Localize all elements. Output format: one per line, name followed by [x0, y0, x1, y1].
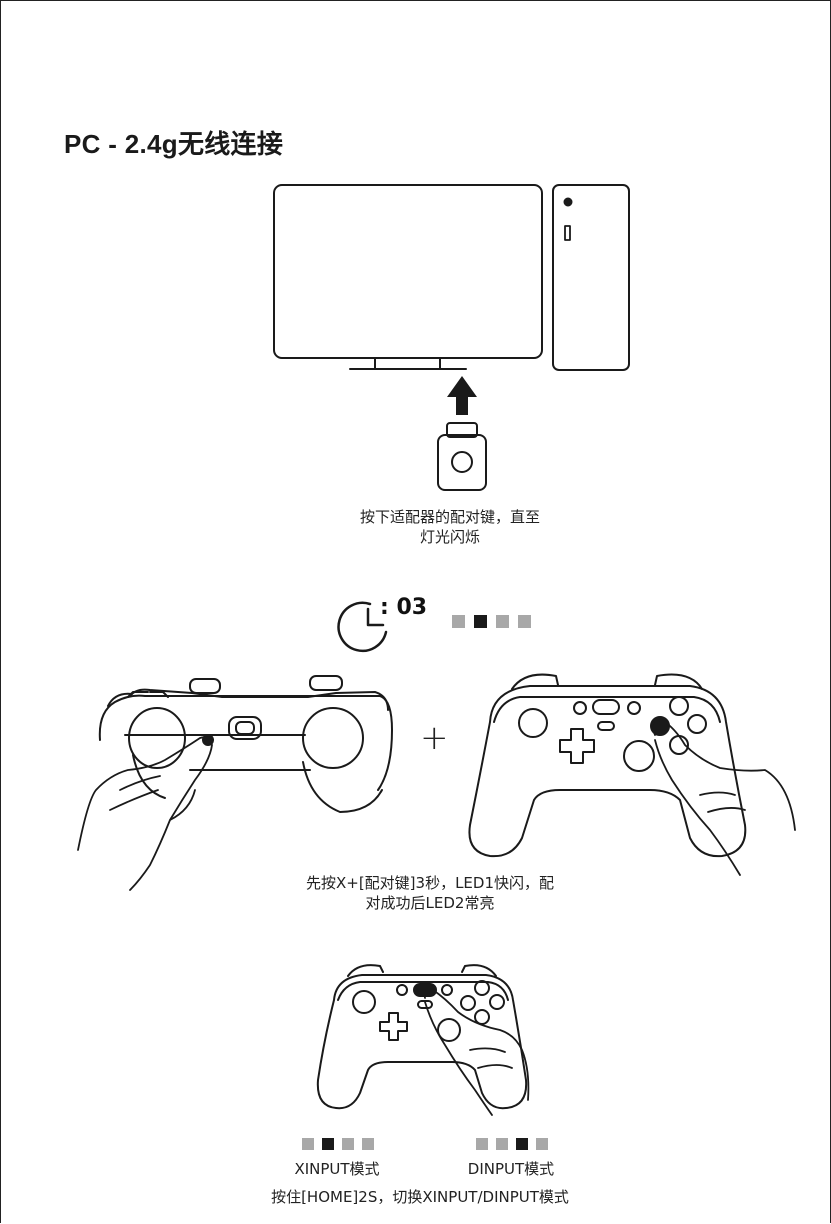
controller-front-icon — [316, 964, 528, 1110]
led-indicator-step2 — [452, 615, 531, 628]
led-square — [322, 1138, 334, 1150]
led-square — [474, 615, 487, 628]
led-square — [476, 1138, 488, 1150]
led-square — [536, 1138, 548, 1150]
step2-caption: 先按X+[配对键]3秒，LED1快闪，配 对成功后LED2常亮 — [280, 873, 580, 913]
usb-dongle-icon — [437, 422, 487, 491]
step1-caption: 按下适配器的配对键，直至 灯光闪烁 — [320, 507, 580, 547]
hand-icon — [423, 988, 530, 1116]
page-title: PC - 2.4g无线连接 — [64, 129, 284, 159]
controller-back-icon — [98, 675, 393, 813]
led-indicator-xinput — [302, 1138, 374, 1150]
led-square — [496, 615, 509, 628]
led-square — [452, 615, 465, 628]
led-square — [302, 1138, 314, 1150]
step2-caption-line1: 先按X+[配对键]3秒，LED1快闪，配 — [305, 874, 555, 892]
step1-caption-line1: 按下适配器的配对键，直至 — [359, 508, 540, 526]
led-indicator-dinput — [476, 1138, 548, 1150]
led-square — [518, 615, 531, 628]
hand-icon — [77, 736, 213, 891]
led-square — [496, 1138, 508, 1150]
arrow-up-icon — [447, 376, 477, 415]
step1-caption-line2: 灯光闪烁 — [419, 528, 480, 546]
led-square — [342, 1138, 354, 1150]
controller-front-icon — [468, 673, 747, 858]
pc-tower-icon — [552, 184, 630, 371]
dinput-mode-label: DINPUT模式 — [467, 1160, 555, 1178]
timer-value: : 03 — [380, 595, 428, 620]
xinput-mode-label: XINPUT模式 — [294, 1160, 380, 1178]
step3-caption: 按住[HOME]2S，切换XINPUT/DINPUT模式 — [271, 1188, 569, 1206]
led-square — [516, 1138, 528, 1150]
monitor-icon — [273, 184, 543, 370]
led-square — [362, 1138, 374, 1150]
plus-sign: + — [420, 718, 449, 758]
clock-icon — [337, 601, 388, 653]
step2-caption-line2: 对成功后LED2常亮 — [365, 894, 495, 912]
hand-icon — [652, 719, 796, 876]
